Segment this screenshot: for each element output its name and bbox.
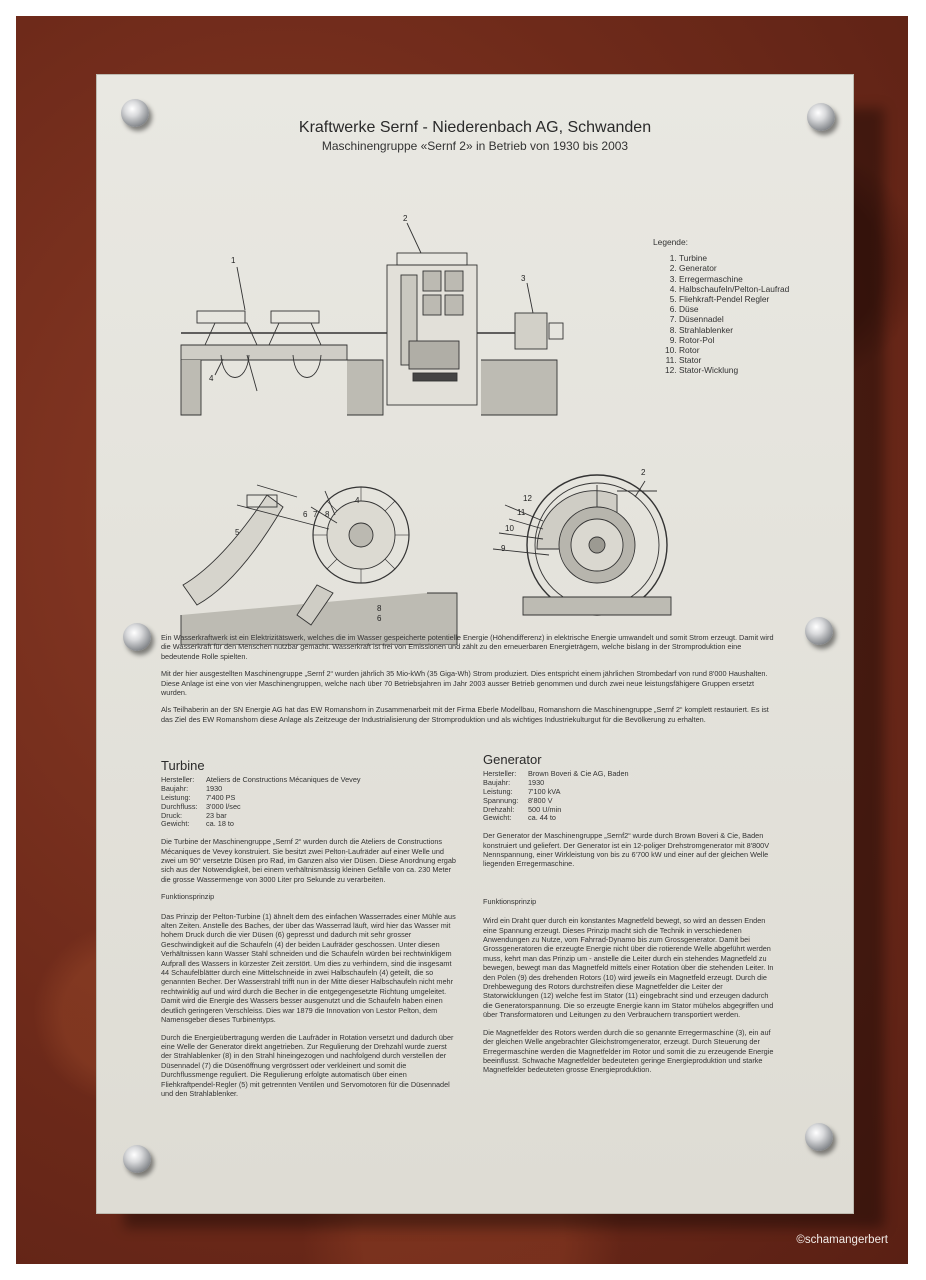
generator-section: Generator Hersteller: Brown Boveri & Cie … xyxy=(483,752,775,1083)
legend-item: Turbine xyxy=(679,253,789,263)
legend-item: Erregermaschine xyxy=(679,274,789,284)
legend-item: Düsennadel xyxy=(679,314,789,324)
turbine-section: Turbine Hersteller: Ateliers de Construct… xyxy=(161,758,457,1106)
legend-item: Rotor xyxy=(679,345,789,355)
callout-2: 2 xyxy=(403,214,408,223)
bolt-bottom-left xyxy=(123,1145,151,1173)
bolt-mid-right xyxy=(805,617,833,645)
spec-key: Hersteller: xyxy=(161,775,195,785)
bolt-mid-left xyxy=(123,623,151,651)
turbine-function-text: Das Prinzip der Pelton-Turbine (1) ähnel… xyxy=(161,911,456,1025)
generator-heading: Generator xyxy=(483,752,542,767)
legend-item: Fliehkraft-Pendel Regler xyxy=(679,294,789,304)
callout-6: 6 xyxy=(303,510,308,519)
callout-9: 9 xyxy=(501,544,506,553)
bolt-bottom-right xyxy=(805,1123,833,1151)
generator-description: Der Generator der Maschinengruppe „Sernf… xyxy=(483,831,770,869)
spec-value: 8'800 V xyxy=(528,795,553,805)
turbine-function-text: Durch die Energieübertragung werden die … xyxy=(161,1032,454,1098)
generator-function-text: Die Magnetfelder des Rotors werden durch… xyxy=(483,1027,774,1075)
legend-item: Düse xyxy=(679,304,789,314)
plaque-title: Kraftwerke Sernf - Niederenbach AG, Schw… xyxy=(298,119,652,136)
callout-8b: 8 xyxy=(377,604,382,613)
spec-key: Gewicht: xyxy=(483,813,512,823)
callout-4: 4 xyxy=(209,374,214,383)
callout-3: 3 xyxy=(521,274,526,283)
spec-key: Druck: xyxy=(161,810,183,820)
spec-key: Durchfluss: xyxy=(161,801,198,811)
generator-function-title: Funktionsprinzip xyxy=(483,896,537,906)
callout-11: 11 xyxy=(517,508,526,517)
plaque-header: Kraftwerke Sernf - Niederenbach AG, Schw… xyxy=(97,119,853,153)
callout-5: 5 xyxy=(235,528,240,537)
legend-title: Legende: xyxy=(653,237,688,247)
generator-cross-section xyxy=(492,474,672,616)
intro-paragraph: Ein Wasserkraftwerk ist ein Elektrizität… xyxy=(161,633,774,661)
legend-item: Strahlablenker xyxy=(679,325,789,335)
turbine-description: Die Turbine der Maschinengruppe „Sernf 2… xyxy=(161,837,456,884)
machine-side-view xyxy=(180,222,564,416)
turbine-specs: Hersteller: Ateliers de Constructions Méc… xyxy=(161,776,457,829)
spec-key: Hersteller: xyxy=(483,769,517,779)
plaque-subtitle: Maschinengruppe «Sernf 2» in Betrieb von… xyxy=(321,139,629,153)
spec-value: Brown Boveri & Cie AG, Baden xyxy=(528,769,629,779)
spec-key: Baujahr: xyxy=(161,784,189,794)
intro-paragraph: Als Teilhaberin an der SN Energie AG hat… xyxy=(161,705,769,724)
spec-key: Baujahr: xyxy=(483,778,511,788)
spec-key: Leistung: xyxy=(483,787,513,796)
legend-item: Rotor-Pol xyxy=(679,335,789,345)
generator-function-text: Wird ein Draht quer durch ein konstantes… xyxy=(483,916,774,1020)
turbine-function-title: Funktionsprinzip xyxy=(161,892,215,902)
spec-value: 1930 xyxy=(206,784,223,794)
photo-credit: ©schamangerbert xyxy=(796,1234,888,1246)
spec-value: ca. 44 to xyxy=(528,813,556,823)
spec-value: 1930 xyxy=(528,778,545,788)
spec-key: Spannung: xyxy=(483,795,519,805)
callout-1: 1 xyxy=(231,256,236,265)
spec-value: 7'400 PS xyxy=(206,793,236,802)
legend-item: Halbschaufeln/Pelton-Laufrad xyxy=(679,284,789,294)
spec-value: Ateliers de Constructions Mécaniques de … xyxy=(206,775,361,785)
technical-drawings: 1 2 3 4 xyxy=(180,214,672,645)
bolt-top-right xyxy=(807,103,835,131)
generator-specs: Hersteller:Brown Boveri & Cie AG, Baden … xyxy=(483,770,775,823)
bolt-top-left xyxy=(121,99,149,127)
intro-text: Ein Wasserkraftwerk ist ein Elektrizität… xyxy=(161,633,775,732)
legend-list: Turbine Generator Erregermaschine Halbsc… xyxy=(653,253,789,375)
callout-7: 7 xyxy=(313,510,318,519)
spec-key: Leistung: xyxy=(161,793,191,802)
legend: Legende: Turbine Generator Erregermaschi… xyxy=(653,237,789,376)
spec-value: ca. 18 to xyxy=(206,819,234,829)
turbine-heading: Turbine xyxy=(161,758,205,773)
spec-value: 7'100 kVA xyxy=(528,787,561,796)
intro-paragraph: Mit der hier ausgestellten Maschinengrup… xyxy=(161,669,768,698)
spec-value: 3'000 l/sec xyxy=(206,801,241,811)
legend-item: Generator xyxy=(679,263,789,273)
callout-10: 10 xyxy=(505,524,514,533)
legend-item: Stator xyxy=(679,355,789,365)
turbine-cross-section xyxy=(180,484,458,645)
callout-6b: 6 xyxy=(377,614,382,623)
callout-12: 12 xyxy=(523,494,532,503)
callout-2b: 2 xyxy=(641,468,646,477)
spec-key: Gewicht: xyxy=(161,819,190,829)
callout-4b: 4 xyxy=(355,496,360,505)
spec-value: 500 U/min xyxy=(528,804,562,814)
spec-key: Drehzahl: xyxy=(483,804,515,814)
photo-background: Kraftwerke Sernf - Niederenbach AG, Schw… xyxy=(16,16,908,1264)
legend-item: Stator-Wicklung xyxy=(679,365,789,375)
spec-value: 23 bar xyxy=(206,810,227,820)
callout-8: 8 xyxy=(325,510,330,519)
info-plaque: Kraftwerke Sernf - Niederenbach AG, Schw… xyxy=(96,74,854,1214)
